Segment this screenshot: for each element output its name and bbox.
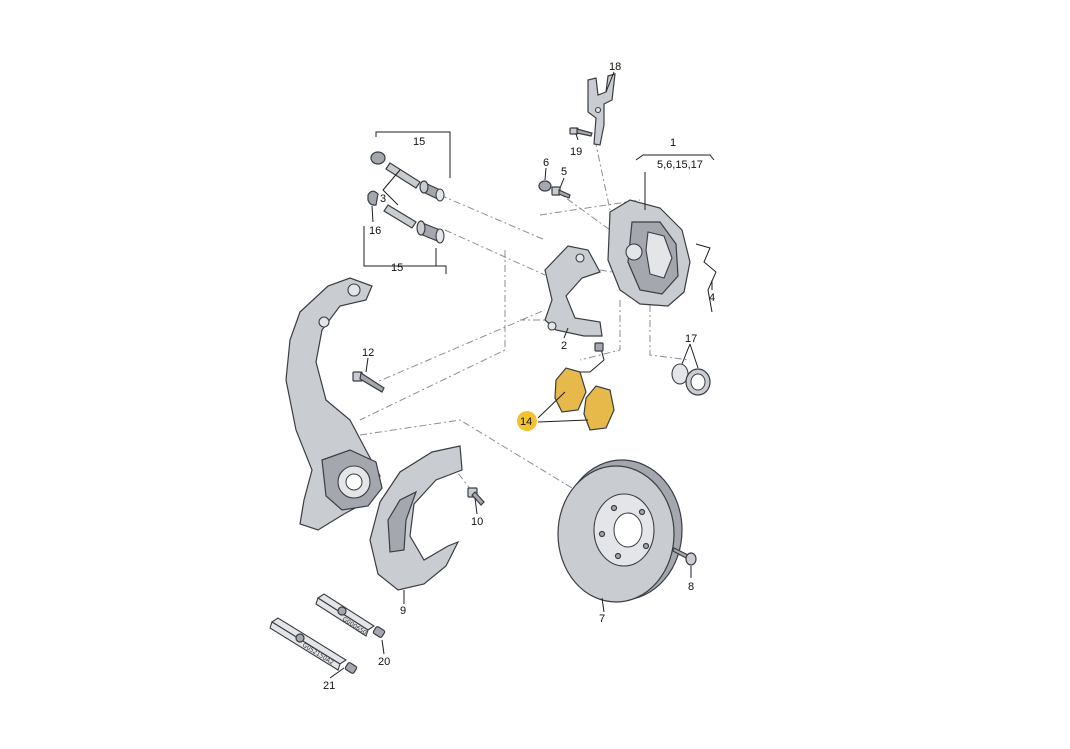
callout-18[interactable]: 18 xyxy=(609,61,621,73)
callout-14[interactable]: 14 xyxy=(520,416,532,428)
bolt-12[interactable] xyxy=(352,371,385,393)
grease-tube-20[interactable] xyxy=(315,593,386,638)
bleed-cap-6[interactable] xyxy=(538,180,552,192)
callout-1-sub: 5,6,15,17 xyxy=(657,159,703,171)
callout-10[interactable]: 10 xyxy=(471,516,483,528)
bolt-10[interactable] xyxy=(467,487,485,506)
grease-tube-21[interactable] xyxy=(269,617,358,674)
screw-8[interactable] xyxy=(672,547,697,566)
callout-15-top[interactable]: 15 xyxy=(413,136,425,148)
guide-pin-set[interactable] xyxy=(367,151,445,244)
callout-8[interactable]: 8 xyxy=(688,581,694,593)
callout-5[interactable]: 5 xyxy=(561,166,567,178)
callout-19[interactable]: 19 xyxy=(570,146,582,158)
callout-1[interactable]: 1 xyxy=(670,137,676,149)
callout-3[interactable]: 3 xyxy=(380,193,386,205)
callout-21[interactable]: 21 xyxy=(323,680,335,692)
screw-19[interactable] xyxy=(569,127,593,137)
callout-12[interactable]: 12 xyxy=(362,347,374,359)
bracket-18[interactable] xyxy=(587,73,616,146)
caliper-carrier-2[interactable] xyxy=(544,245,603,337)
spring-clip-4[interactable] xyxy=(695,243,717,313)
callout-6[interactable]: 6 xyxy=(543,157,549,169)
callout-20[interactable]: 20 xyxy=(378,656,390,668)
brake-pads-14[interactable] xyxy=(554,342,615,431)
steering-knuckle xyxy=(285,277,383,531)
callout-16[interactable]: 16 xyxy=(369,225,381,237)
callout-9[interactable]: 9 xyxy=(400,605,406,617)
callout-17[interactable]: 17 xyxy=(685,333,697,345)
leader-lines xyxy=(329,71,715,679)
callout-7[interactable]: 7 xyxy=(599,613,605,625)
highlight-marker xyxy=(517,411,537,431)
callout-4[interactable]: 4 xyxy=(709,292,715,304)
brake-disc-7[interactable] xyxy=(557,459,683,603)
bleeder-screw-5[interactable] xyxy=(551,186,571,199)
seal-rings-17[interactable] xyxy=(671,363,711,396)
splash-shield-9[interactable] xyxy=(369,445,463,591)
callouts: 18 19 6 5 1 5,6,15,17 15 3 16 15 4 2 17 … xyxy=(323,61,715,692)
caliper-1[interactable] xyxy=(607,199,691,307)
callout-2[interactable]: 2 xyxy=(561,340,567,352)
callout-15-bottom[interactable]: 15 xyxy=(391,262,403,274)
